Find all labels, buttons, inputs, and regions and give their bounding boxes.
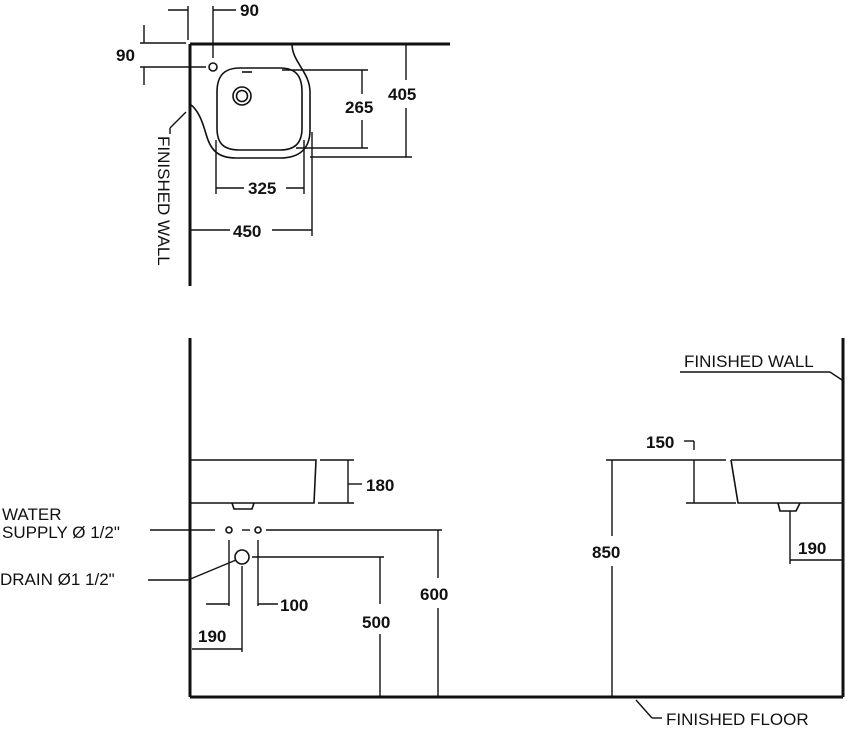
water-supply-hole-right [254, 526, 262, 534]
front-basin-waste [231, 502, 255, 510]
dim-600: 600 [420, 585, 448, 604]
elevation-view: FINISHED WALL 180 WATER SUPPLY Ø 1/2" DR… [0, 338, 845, 729]
plan-tap-hole [208, 62, 218, 72]
plan-finished-wall-label: FINISHED WALL [154, 136, 173, 266]
front-basin-body [190, 459, 317, 504]
side-basin-waste [777, 502, 801, 512]
side-basin-body [730, 459, 843, 504]
dim-100: 100 [280, 596, 308, 615]
plan-wall-leader [169, 111, 187, 129]
water-supply-label-line2: SUPPLY Ø 1/2" [2, 523, 120, 542]
plan-dim-265: 265 [345, 98, 373, 117]
dim-190-front: 190 [198, 627, 226, 646]
drain-pipe [234, 549, 250, 565]
dim-850: 850 [592, 543, 620, 562]
water-supply-hole-left [225, 526, 233, 534]
plan-dim-405: 405 [388, 85, 416, 104]
plan-drain-inner [235, 89, 249, 103]
dim-190-side: 190 [798, 539, 826, 558]
dim-180: 180 [366, 476, 394, 495]
finished-floor-label: FINISHED FLOOR [666, 710, 809, 729]
water-supply-label-line1: WATER [2, 505, 62, 524]
plan-dim-90-horizontal: 90 [240, 1, 259, 20]
plan-dim-325: 325 [248, 179, 276, 198]
elev-finished-wall-label: FINISHED WALL [684, 352, 814, 371]
plan-bowl-outline [216, 67, 303, 151]
plan-dim-450: 450 [233, 222, 261, 241]
elev-wall-label-leader [829, 371, 843, 381]
floor-leader-diagonal [635, 699, 653, 719]
dim-150: 150 [646, 433, 674, 452]
drain-leader-diagonal [187, 559, 237, 581]
plan-view: 90 90 405 265 325 450 FINISHED WALL [116, 1, 450, 286]
drain-label: DRAIN Ø1 1/2" [0, 570, 115, 589]
plan-basin-outline [189, 43, 311, 159]
plan-drain-outer [232, 86, 252, 106]
dim-500: 500 [362, 613, 390, 632]
plan-dim-90-vertical: 90 [116, 46, 135, 65]
